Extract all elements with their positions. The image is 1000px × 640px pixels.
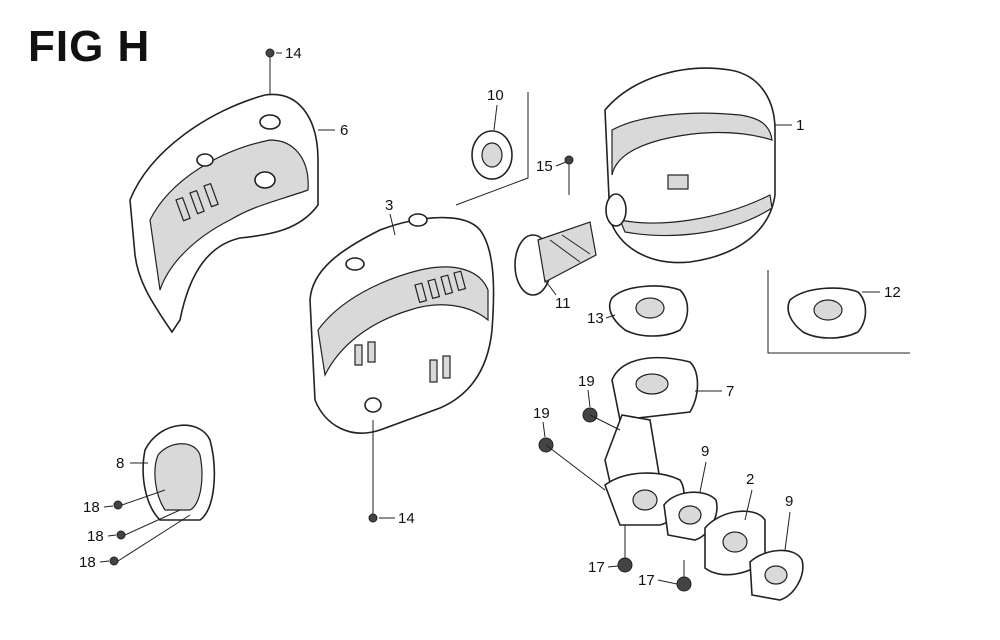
- callout-3: 3: [385, 197, 393, 214]
- bolt-part-15: [564, 155, 574, 195]
- callout-17b: 17: [638, 572, 655, 589]
- frame-part-10: [455, 92, 529, 206]
- nut-part-17-right: [676, 560, 692, 592]
- callout-18c: 18: [79, 554, 96, 571]
- muffler-protector-part-3: [309, 213, 495, 434]
- grommet-part-10: [471, 130, 513, 180]
- leader-10: [493, 104, 498, 131]
- leader-11: [544, 279, 557, 296]
- callout-19b: 19: [533, 405, 550, 422]
- callout-18a: 18: [83, 499, 100, 516]
- leader-13: [605, 314, 616, 319]
- callout-6: 6: [340, 122, 348, 139]
- leader-17b: [657, 579, 678, 585]
- callout-12: 12: [884, 284, 901, 301]
- screw-part-18-c: [109, 514, 191, 566]
- leader-18a: [103, 505, 114, 508]
- nut-part-19-upper: [582, 407, 621, 431]
- callout-13: 13: [587, 310, 604, 327]
- callout-10: 10: [487, 87, 504, 104]
- gasket-part-9-upper: [663, 491, 718, 541]
- exhaust-pipe-part-7: [604, 356, 699, 526]
- muffler-part-1: [604, 67, 776, 264]
- callout-7: 7: [726, 383, 734, 400]
- leader-18b: [107, 534, 117, 537]
- frame-part-12: [767, 270, 910, 354]
- leader-17a: [607, 565, 619, 568]
- screw-part-18-a: [113, 489, 166, 510]
- callout-9a: 9: [701, 443, 709, 460]
- nut-part-19-lower: [538, 437, 606, 491]
- callout-9b: 9: [785, 493, 793, 510]
- leader-9a: [699, 461, 707, 493]
- bolt-part-14-lower: [368, 420, 378, 523]
- spacer-part-2: [704, 510, 766, 576]
- leader-2: [744, 489, 753, 521]
- callout-17a: 17: [588, 559, 605, 576]
- screw-part-18-b: [116, 509, 181, 540]
- leader-19b: [542, 421, 546, 438]
- gasket-part-12: [787, 287, 867, 339]
- callout-8: 8: [116, 455, 124, 472]
- heat-shield-part-8: [142, 424, 216, 521]
- figure-title: FIG H: [28, 22, 151, 71]
- upper-shroud-part-6: [129, 93, 319, 334]
- callout-2: 2: [746, 471, 754, 488]
- leader-15: [555, 161, 567, 167]
- callout-14b: 14: [398, 510, 415, 527]
- callout-11: 11: [555, 295, 571, 312]
- callout-14a: 14: [285, 45, 302, 62]
- callout-1: 1: [796, 117, 804, 134]
- leader-19a: [587, 389, 591, 408]
- nut-part-17-left: [617, 525, 633, 573]
- gasket-part-13: [608, 285, 689, 337]
- callout-15: 15: [536, 158, 553, 175]
- callout-18b: 18: [87, 528, 104, 545]
- leader-3: [389, 213, 396, 236]
- leader-9b: [784, 511, 791, 551]
- gasket-part-9-lower: [749, 549, 804, 601]
- leader-18c: [99, 560, 110, 563]
- callout-19a: 19: [578, 373, 595, 390]
- bolt-part-14-upper: [265, 48, 275, 95]
- spark-arrester-part-11: [514, 221, 597, 296]
